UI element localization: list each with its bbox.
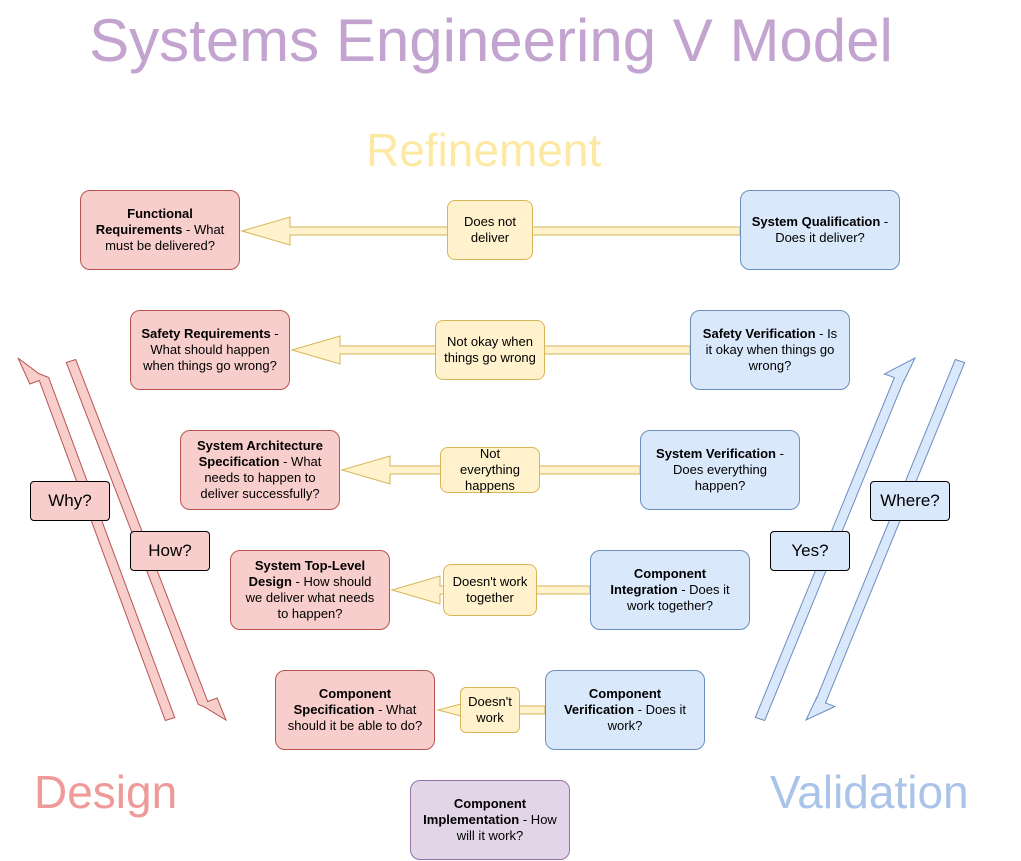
how-tag: How?: [130, 531, 210, 571]
design-label: Design: [34, 766, 178, 818]
how-arrow: [65, 358, 228, 722]
box-text: - Does it deliver?: [775, 214, 889, 245]
where-arrow: [804, 358, 966, 722]
yes-tag: Yes?: [770, 531, 850, 571]
component-integration-box: Component Integration - Does it work tog…: [590, 550, 750, 630]
box-text: - What needs to happen to deliver succes…: [200, 454, 322, 501]
system-verification-box: System Verification - Does everything ha…: [640, 430, 800, 510]
box-text: - Does it work?: [607, 702, 687, 733]
box-bold: System Architecture Specification: [197, 438, 323, 469]
box-bold: Safety Verification: [702, 326, 816, 341]
why-tag: Why?: [30, 481, 110, 521]
refinement-box-doesnt-work-together: Doesn't work together: [443, 564, 537, 616]
box-text: - What should happen when things go wron…: [143, 326, 279, 373]
box-bold: System Verification: [656, 446, 776, 461]
box-text: - Does it work together?: [627, 582, 730, 613]
refinement-box-not-okay: Not okay when things go wrong: [435, 320, 545, 380]
box-bold: Component Specification: [293, 686, 392, 717]
system-top-level-design-box: System Top-Level Design - How should we …: [230, 550, 390, 630]
box-bold: Component Verification: [563, 686, 662, 717]
component-implementation-box: Component Implementation - How will it w…: [410, 780, 570, 860]
box-text: - What must be delivered?: [105, 222, 225, 253]
box-bold: Safety Requirements: [141, 326, 271, 341]
box-bold: Component Integration: [610, 566, 707, 597]
box-text: - How should we deliver what needs to ha…: [245, 574, 375, 621]
validation-label: Validation: [770, 766, 969, 818]
where-tag: Where?: [870, 481, 950, 521]
refinement-label: Refinement: [366, 124, 602, 176]
refinement-box-does-not-deliver: Does not deliver: [447, 200, 533, 260]
system-architecture-box: System Architecture Specification - What…: [180, 430, 340, 510]
box-bold: Functional Requirements: [95, 206, 193, 237]
diagram-title: Systems Engineering V Model: [89, 7, 893, 74]
box-text: - What should it be able to do?: [287, 702, 423, 733]
system-qualification-box: System Qualification - Does it deliver?: [740, 190, 900, 270]
box-text: - Is it okay when things go wrong?: [705, 326, 838, 373]
box-bold: System Qualification: [751, 214, 881, 229]
box-bold: System Top-Level Design: [248, 558, 366, 589]
component-verification-box: Component Verification - Does it work?: [545, 670, 705, 750]
safety-verification-box: Safety Verification - Is it okay when th…: [690, 310, 850, 390]
refinement-box-not-everything: Not everything happens: [440, 446, 540, 493]
box-bold: Component Implementation: [423, 796, 527, 827]
refinement-box-doesnt-work: Doesn't work: [460, 687, 520, 733]
box-text: - How will it work?: [456, 812, 557, 843]
why-arrow: [17, 357, 176, 722]
safety-requirements-box: Safety Requirements - What should happen…: [130, 310, 290, 390]
box-text: - Does everything happen?: [673, 446, 784, 493]
functional-requirements-box: Functional Requirements - What must be d…: [80, 190, 240, 270]
component-specification-box: Component Specification - What should it…: [275, 670, 435, 750]
